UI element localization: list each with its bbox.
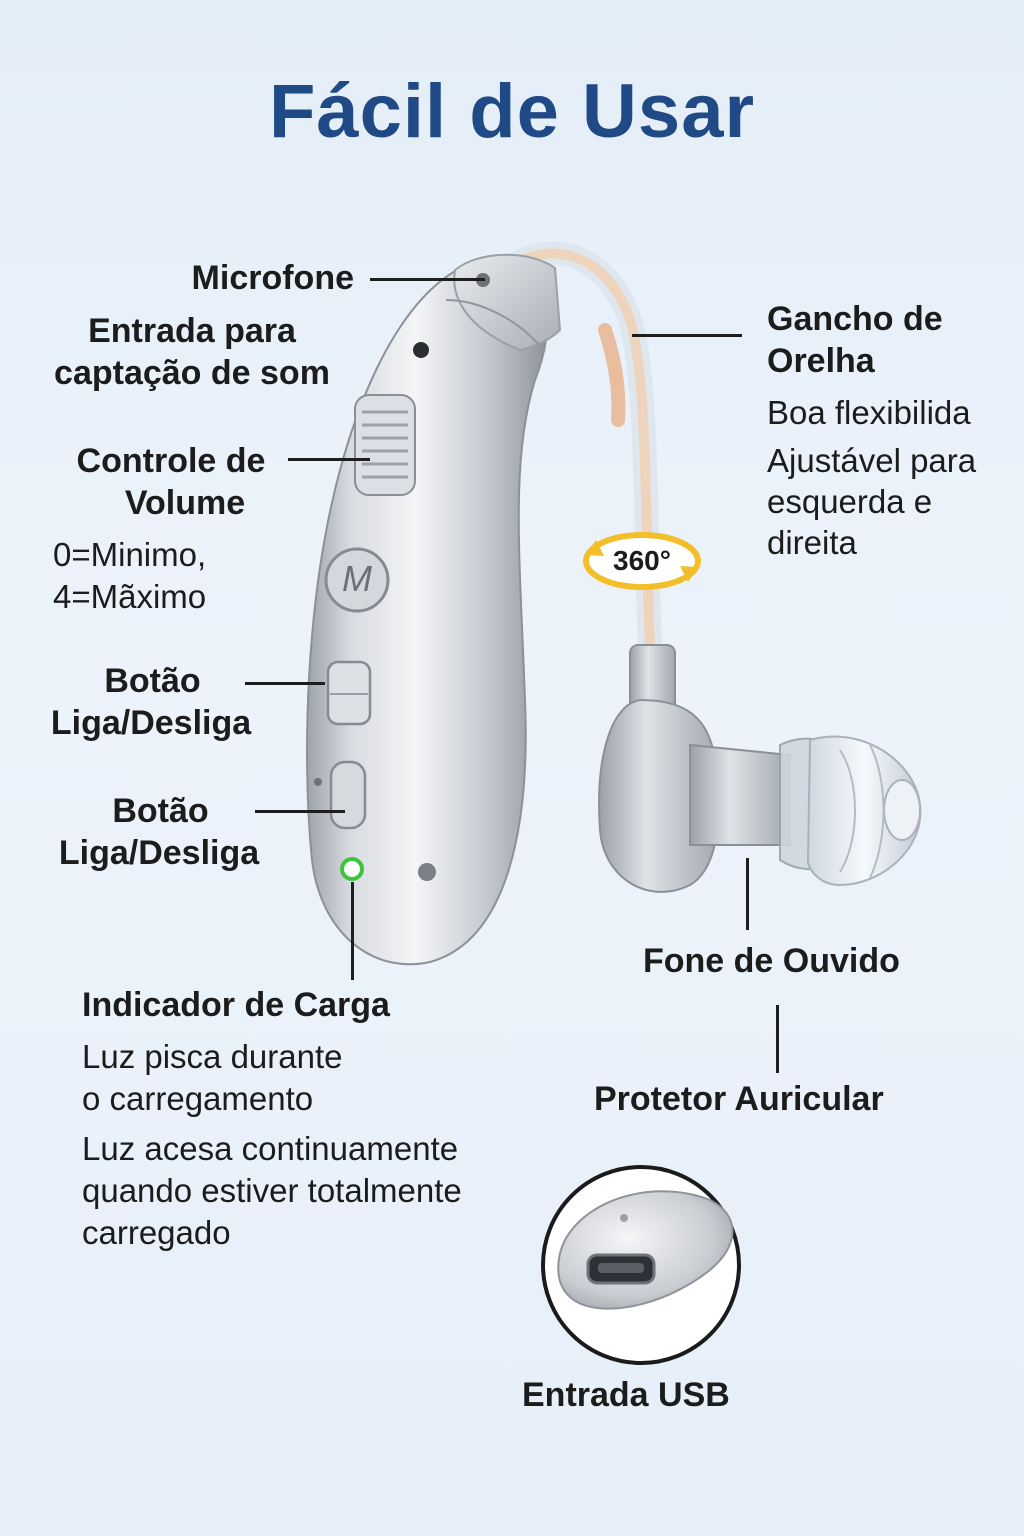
carga-desc-3: Luz acesa continuamente bbox=[82, 1130, 459, 1167]
label-entrada-som-1: Entrada para bbox=[88, 312, 296, 350]
label-entrada-som-2: captação de som bbox=[54, 354, 330, 392]
volume-desc-2: 4=Mãximo bbox=[53, 578, 207, 615]
gancho-desc-1: Boa flexibilida bbox=[767, 394, 971, 431]
carga-line bbox=[351, 882, 354, 980]
carga-desc-4: quando estiver totalmente bbox=[82, 1172, 462, 1209]
label-microfone: Microfone bbox=[191, 259, 354, 297]
mode-button: M bbox=[342, 558, 372, 599]
label-gancho-2: Orelha bbox=[767, 342, 875, 380]
gancho-desc-4: direita bbox=[767, 524, 857, 561]
label-usb: Entrada USB bbox=[522, 1376, 730, 1414]
carga-desc-5: carregado bbox=[82, 1214, 231, 1251]
carga-desc-1: Luz pisca durante bbox=[82, 1038, 343, 1075]
carga-desc-2: o carregamento bbox=[82, 1080, 314, 1117]
label-protetor: Protetor Auricular bbox=[594, 1080, 884, 1118]
label-fone: Fone de Ouvido bbox=[643, 942, 900, 980]
page-title: Fácil de Usar bbox=[268, 69, 756, 154]
gancho-desc-3: esquerda e bbox=[767, 483, 933, 520]
usb-port-icon bbox=[541, 1165, 741, 1365]
volume-line bbox=[288, 458, 370, 461]
label-botao1-1: Botão bbox=[104, 662, 201, 700]
hearing-aid-body-icon bbox=[306, 253, 562, 966]
botao1-line bbox=[245, 682, 325, 685]
microfone-line bbox=[370, 278, 485, 281]
gancho-desc-2: Ajustável para bbox=[767, 442, 977, 479]
fone-line bbox=[746, 858, 749, 930]
label-botao2-2: Liga/Desliga bbox=[58, 834, 260, 872]
label-carga: Indicador de Carga bbox=[82, 986, 390, 1024]
botao2-line bbox=[255, 810, 345, 813]
gancho-line bbox=[632, 334, 742, 337]
protetor-line bbox=[776, 1005, 779, 1073]
label-volume-2: Volume bbox=[124, 484, 246, 522]
earpiece-icon bbox=[598, 644, 922, 893]
label-botao2-1: Botão bbox=[112, 792, 209, 830]
rotation-icon bbox=[583, 532, 701, 590]
label-volume-1: Controle de bbox=[76, 442, 266, 480]
label-botao1-2: Liga/Desliga bbox=[50, 704, 252, 742]
rotation-badge-text: 360° bbox=[613, 545, 671, 576]
volume-desc-1: 0=Minimo, bbox=[53, 536, 207, 573]
label-gancho-1: Gancho de bbox=[767, 300, 943, 338]
